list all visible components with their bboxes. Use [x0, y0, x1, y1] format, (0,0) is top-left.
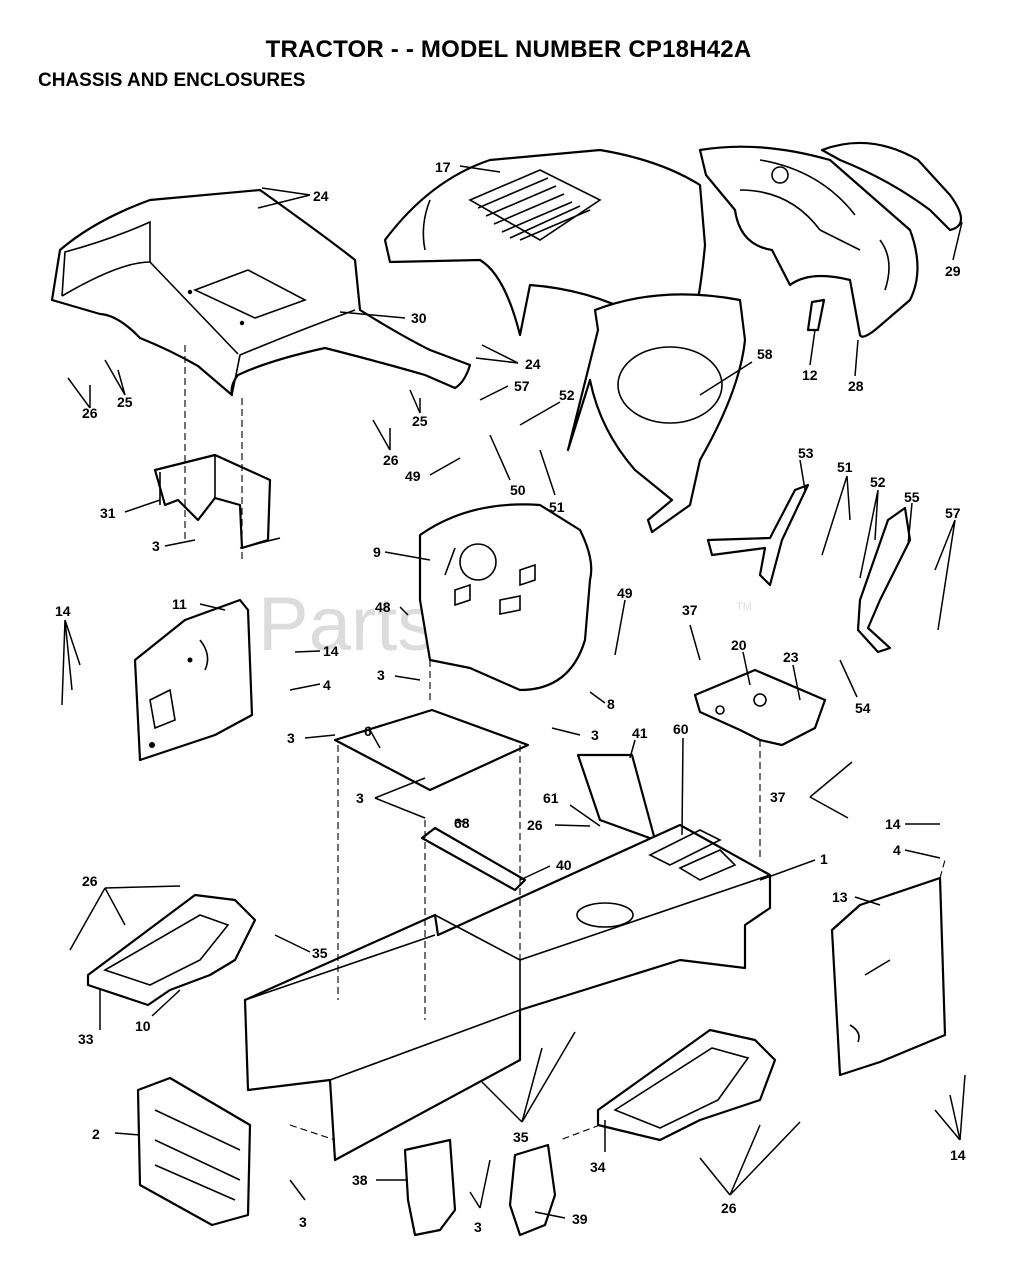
part-right-footrest — [596, 1028, 777, 1142]
callout-14: 14 — [55, 603, 71, 619]
callout-26: 26 — [383, 452, 399, 468]
callout-58: 58 — [757, 346, 773, 362]
callout-53: 53 — [798, 445, 814, 461]
callout-54: 54 — [855, 700, 871, 716]
callout-61: 61 — [543, 790, 559, 806]
callout-35: 35 — [513, 1129, 529, 1145]
callout-3: 3 — [377, 667, 385, 683]
callout-57: 57 — [945, 505, 961, 521]
callout-33: 33 — [78, 1031, 94, 1047]
callout-3: 3 — [591, 727, 599, 743]
callout-29: 29 — [945, 263, 961, 279]
callout-4: 4 — [323, 677, 331, 693]
callout-25: 25 — [117, 394, 133, 410]
callout-41: 41 — [632, 725, 648, 741]
callout-49: 49 — [405, 468, 421, 484]
callout-52: 52 — [559, 387, 575, 403]
watermark-tm: TM — [736, 601, 752, 613]
callout-50: 50 — [510, 482, 526, 498]
part-steering-plate — [693, 668, 827, 747]
callout-28: 28 — [848, 378, 864, 394]
part-rear-fender — [50, 188, 472, 397]
callout-57: 57 — [514, 378, 530, 394]
callout-39: 39 — [572, 1211, 588, 1227]
callout-55: 55 — [904, 489, 920, 505]
leader-lines — [61, 165, 966, 1219]
part-dash-panel — [698, 145, 919, 338]
part-fan-shroud — [566, 293, 747, 534]
part-seat-bracket — [153, 453, 281, 550]
callout-20: 20 — [731, 637, 747, 653]
callout-11: 11 — [172, 596, 187, 612]
part-right-panel — [830, 876, 947, 1077]
callout-30: 30 — [411, 310, 427, 326]
part-left-footrest — [86, 893, 257, 1007]
callout-38: 38 — [352, 1172, 368, 1188]
part-bracket-12 — [806, 298, 826, 332]
callout-35: 35 — [312, 945, 328, 961]
callout-23: 23 — [783, 649, 799, 665]
callout-3: 3 — [356, 790, 364, 806]
part-bracket-53 — [706, 483, 810, 587]
diagram-subtitle: CHASSIS AND ENCLOSURES — [38, 70, 306, 91]
callout-3: 3 — [299, 1214, 307, 1230]
callout-60: 60 — [673, 721, 689, 737]
callout-4: 4 — [893, 842, 901, 858]
part-grille — [820, 141, 963, 232]
callout-13: 13 — [832, 889, 848, 905]
callout-24: 24 — [313, 188, 329, 204]
part-front-panel-2 — [136, 1076, 252, 1227]
callout-34: 34 — [590, 1159, 606, 1175]
callout-51: 51 — [837, 459, 853, 475]
callout-10: 10 — [135, 1018, 151, 1034]
callout-31: 31 — [100, 505, 116, 521]
callout-49: 49 — [617, 585, 633, 601]
callout-3: 3 — [474, 1219, 482, 1235]
callout-26: 26 — [527, 817, 543, 833]
part-bracket-55 — [856, 506, 912, 654]
callout-14: 14 — [885, 816, 901, 832]
callout-25: 25 — [412, 413, 428, 429]
callout-8: 8 — [607, 696, 615, 712]
callout-2: 2 — [92, 1126, 100, 1142]
callout-52: 52 — [870, 474, 886, 490]
callout-9: 9 — [373, 544, 381, 560]
part-bar-40 — [420, 826, 527, 892]
callout-17: 17 — [435, 159, 451, 175]
callouts: 24 17 29 30 24 12 28 58 57 52 26 25 26 2… — [55, 159, 966, 1235]
callout-3: 3 — [287, 730, 295, 746]
callout-37: 37 — [770, 789, 786, 805]
callout-26: 26 — [721, 1200, 737, 1216]
part-bracket-39 — [508, 1143, 557, 1237]
part-plate-6 — [333, 708, 530, 792]
callout-26: 26 — [82, 405, 98, 421]
part-main-frame — [243, 823, 772, 1162]
callout-26: 26 — [82, 873, 98, 889]
callout-14: 14 — [323, 643, 339, 659]
callout-12: 12 — [802, 367, 818, 383]
callout-14: 14 — [950, 1147, 966, 1163]
callout-37: 37 — [682, 602, 698, 618]
callout-6: 6 — [364, 723, 372, 739]
callout-48: 48 — [375, 599, 391, 615]
callout-24: 24 — [525, 356, 541, 372]
diagram-title: TRACTOR - - MODEL NUMBER CP18H42A — [265, 36, 752, 63]
callout-68: 68 — [454, 815, 470, 831]
part-bracket-38 — [403, 1138, 457, 1237]
callout-40: 40 — [556, 857, 572, 873]
callout-3: 3 — [152, 538, 160, 554]
part-plate-41 — [576, 753, 657, 842]
part-dash-tower — [418, 503, 593, 692]
part-left-panel — [133, 598, 254, 762]
callout-1: 1 — [820, 851, 828, 867]
callout-51: 51 — [549, 499, 565, 515]
